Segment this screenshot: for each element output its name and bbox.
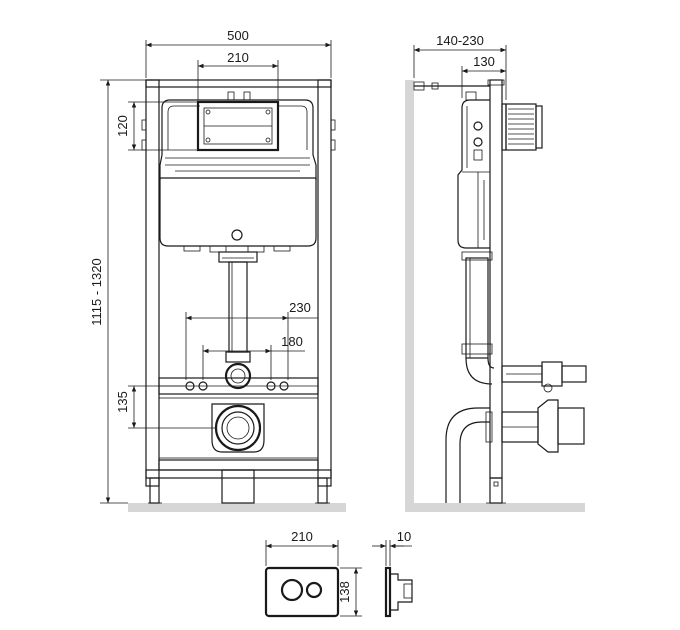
flush-plate-side: 10 <box>372 529 413 618</box>
dim-front-stud-wide: 230 <box>289 300 311 315</box>
dim-front-width: 500 <box>227 28 249 43</box>
flush-button-large <box>280 578 304 602</box>
side-flush-box-grille <box>505 103 537 151</box>
dim-side-frame-depth: 130 <box>473 54 495 69</box>
front-frame-left-post <box>145 79 160 487</box>
side-flush-pipe <box>465 257 489 359</box>
dim-front-stud-narrow: 180 <box>281 334 303 349</box>
front-flush-opening <box>196 100 280 152</box>
dim-front-bolt-height: 135 <box>115 391 130 413</box>
front-foot-right <box>317 477 328 504</box>
front-frame-bottom-rail <box>158 459 319 471</box>
front-drain-outlet <box>214 404 262 452</box>
front-floor <box>128 503 346 512</box>
flush-button-small <box>305 581 323 599</box>
dim-plate-width: 210 <box>291 529 313 544</box>
front-frame-right-post <box>317 79 332 487</box>
front-flush-outlet <box>224 362 252 390</box>
flush-plate-side-body <box>384 566 392 618</box>
side-floor <box>405 503 585 512</box>
side-cistern <box>457 99 490 249</box>
side-flush-box <box>501 103 507 151</box>
side-wall <box>405 80 414 512</box>
front-cistern-lower <box>159 177 317 247</box>
flush-plate-front: 210 138 <box>264 529 362 618</box>
side-drain-bend <box>445 407 490 503</box>
front-foot-left <box>149 477 160 504</box>
dim-front-height: 1115 - 1320 <box>89 258 104 325</box>
front-flush-pipe-collar <box>218 251 258 263</box>
front-frame-base-bar <box>145 469 332 479</box>
front-drain-valve <box>231 229 243 241</box>
front-drain-stub <box>221 469 255 504</box>
flush-plate-body <box>264 566 340 618</box>
dim-side-depth: 140-230 <box>436 33 484 48</box>
front-cistern-upper <box>161 99 314 155</box>
dim-plate-height: 138 <box>337 581 352 603</box>
dim-front-top-offset: 120 <box>115 115 130 137</box>
front-view: 500 210 120 1115 - 1320 230 180 135 <box>89 28 346 512</box>
dim-plate-thickness: 10 <box>397 529 411 544</box>
front-frame-top-rail <box>145 79 332 88</box>
dim-front-panel-width: 210 <box>227 50 249 65</box>
side-view: 140-230 130 <box>405 33 587 512</box>
